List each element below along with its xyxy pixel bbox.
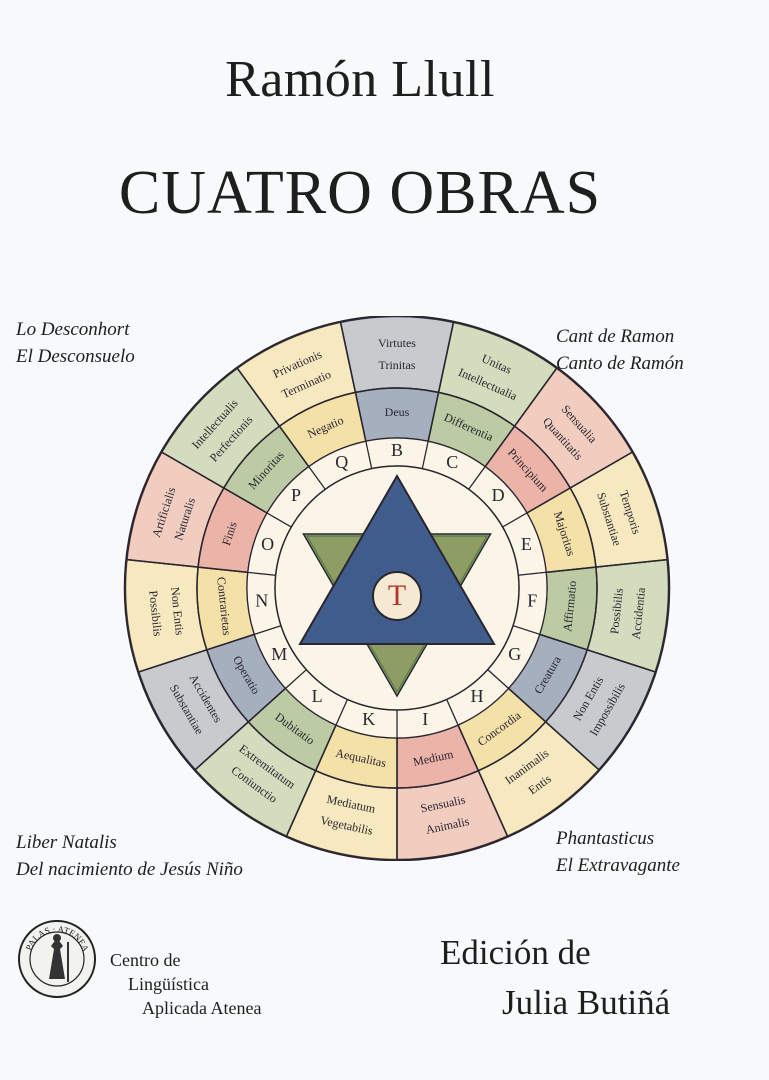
wheel-triangle-front: [298, 473, 496, 645]
wheel-letter: H: [470, 686, 483, 706]
wheel-letter: F: [527, 590, 537, 610]
work-spanish-title: El Extravagante: [556, 855, 680, 876]
editor-name: Julia Butiñá: [502, 983, 671, 1022]
wheel-outer-segment: [339, 316, 455, 394]
wheel-letter: Q: [335, 452, 348, 472]
wheel-outer-label: Trinitas: [379, 358, 416, 372]
wheel-inner-label: Deus: [385, 405, 410, 419]
edition-credit: Edición de Julia Butiñá: [440, 928, 670, 1028]
work-top-right: Cant de Ramon Canto de Ramón: [556, 323, 684, 377]
work-top-left: Lo Desconhort El Desconsuelo: [16, 316, 135, 370]
wheel-inner-label: Affirmatio: [560, 580, 579, 632]
wheel-center-medallion: [372, 571, 422, 621]
work-original-title: Liber Natalis: [16, 832, 117, 853]
wheel-letter: L: [312, 686, 323, 706]
work-original-title: Lo Desconhort: [16, 319, 130, 340]
work-spanish-title: El Desconsuelo: [16, 346, 135, 367]
wheel-outer-label: Virtutes: [378, 336, 416, 350]
wheel-outer-label: Non Entis: [168, 586, 187, 636]
palas-atenea-seal-icon: PALAS · ATENEA: [18, 920, 96, 998]
wheel-letter: K: [362, 709, 375, 729]
wheel-letter: N: [255, 590, 268, 610]
work-original-title: Phantasticus: [556, 828, 655, 849]
wheel-letter: O: [261, 534, 274, 554]
wheel-letter: P: [291, 485, 301, 505]
publisher-name: Centro de Lingüística Aplicada Atenea: [110, 948, 261, 1020]
wheel-outer-label: Accidentia: [629, 586, 648, 640]
book-title: CUATRO OBRAS: [118, 159, 602, 227]
author-name: Ramón Llull: [225, 51, 495, 108]
wheel-letter: D: [492, 485, 505, 505]
publisher-line: Lingüística: [128, 974, 209, 994]
publisher-line: Aplicada Atenea: [142, 998, 262, 1018]
work-spanish-title: Del nacimiento de Jesús Niño: [16, 859, 243, 880]
work-spanish-title: Canto de Ramón: [556, 353, 684, 374]
lullian-wheel-illustration: VirtutesTrinitasDeusBUnitasIntellectuali…: [123, 316, 671, 861]
wheel-outer-label: Possibilis: [607, 587, 626, 635]
wheel-center-letter: T: [388, 579, 406, 612]
wheel-letter: G: [508, 644, 521, 664]
wheel-letter: I: [422, 709, 428, 729]
wheel-letter: C: [446, 452, 458, 472]
edition-label: Edición de: [440, 933, 591, 972]
wheel-letter: E: [521, 534, 532, 554]
wheel-letter: M: [271, 644, 287, 664]
work-original-title: Cant de Ramon: [556, 326, 675, 347]
wheel-outer-label: Possibilis: [146, 590, 165, 638]
wheel-inner-label: Contrarietas: [214, 576, 234, 636]
wheel-letter: B: [391, 440, 403, 460]
work-bottom-left: Liber Natalis Del nacimiento de Jesús Ni…: [16, 829, 243, 883]
publisher-line: Centro de: [110, 950, 181, 970]
work-bottom-right: Phantasticus El Extravagante: [556, 825, 680, 879]
